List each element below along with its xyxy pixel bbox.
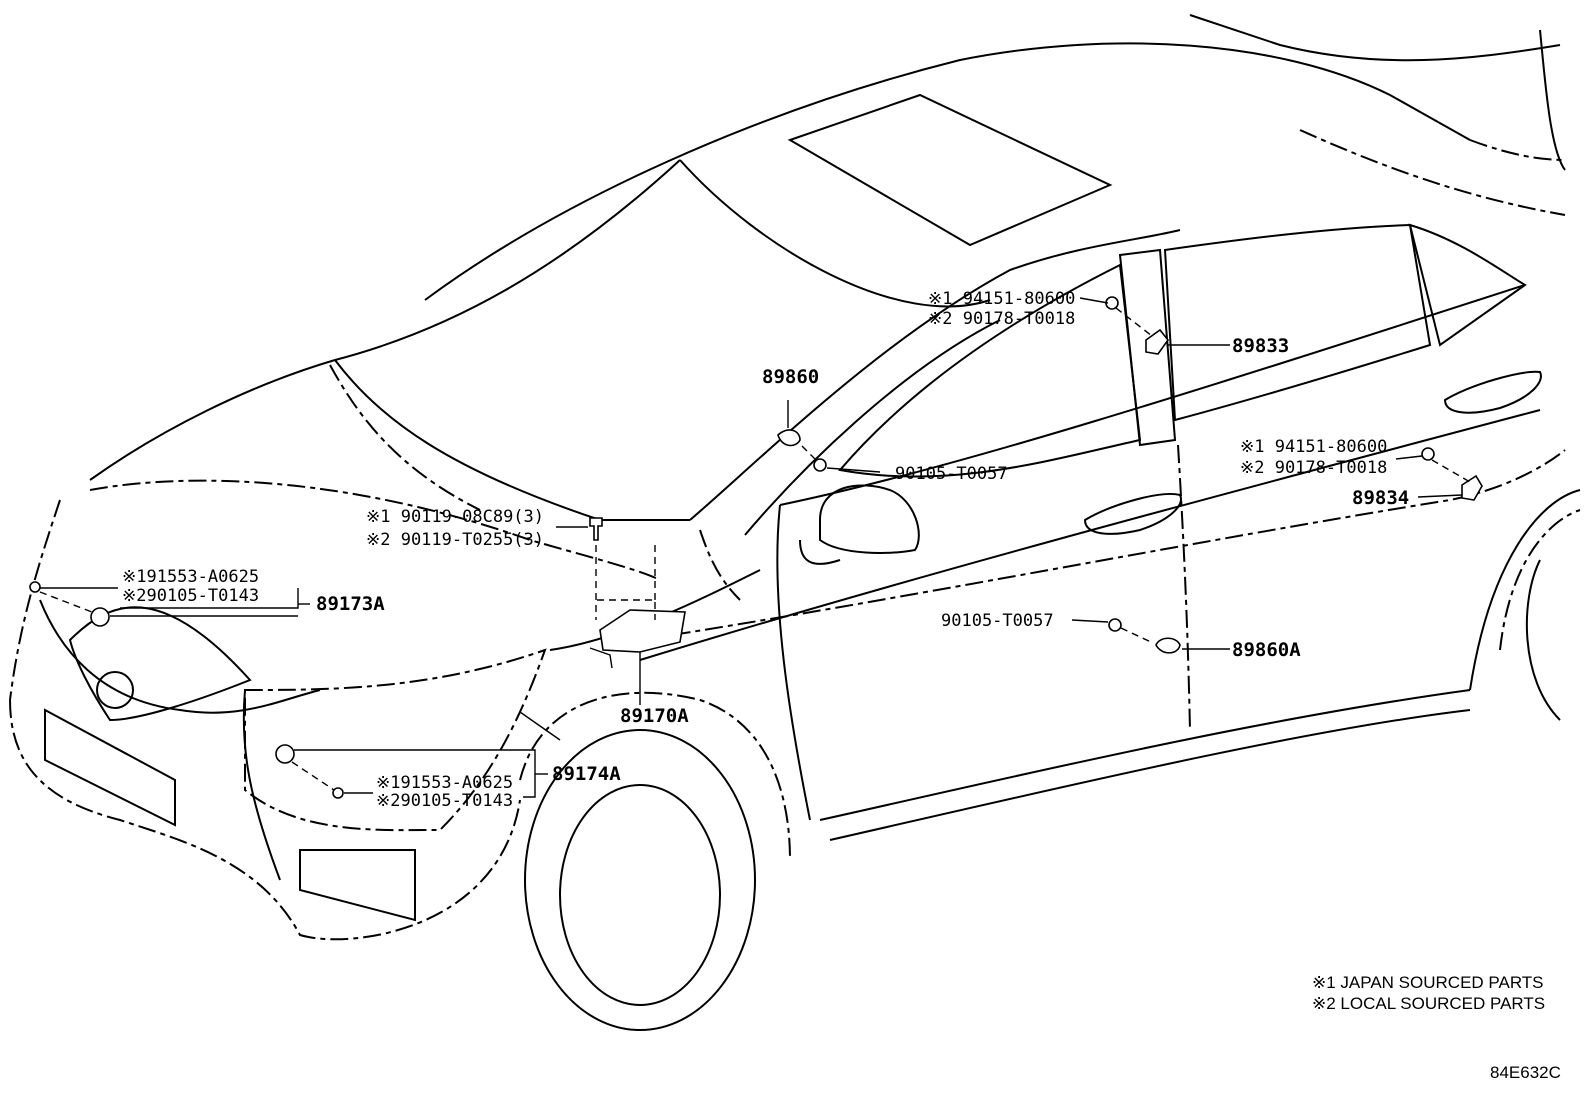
roof-line — [424, 42, 1471, 301]
leader-pillar-rear — [1395, 455, 1423, 460]
label-bolt-upper: 90105-T0057 — [895, 464, 1008, 484]
label-pillar-rear-2: ※2 90178-T0018 — [1240, 458, 1387, 478]
leader-front-r-guide — [291, 761, 335, 791]
leader-front-l-box — [40, 587, 299, 617]
sensor-89174a-shape — [275, 744, 295, 764]
bolt-front-r-shape — [332, 787, 344, 799]
front-door-handle — [1083, 493, 1182, 535]
front-edge-fender — [242, 689, 281, 881]
fender-crease — [699, 529, 741, 601]
sensor-89173a-shape — [90, 607, 110, 627]
label-89860: 89860 — [762, 366, 819, 388]
front-bumper-upper — [39, 599, 321, 714]
b-pillar — [1118, 248, 1177, 447]
figure-code: 84E632C — [1490, 1063, 1561, 1082]
belt-line — [779, 284, 1526, 506]
sensor-89834-shape — [1461, 474, 1483, 501]
label-pillar-upper-2: ※2 90178-T0018 — [928, 309, 1075, 329]
note-japan-sourced: ※1 JAPAN SOURCED PARTS — [1312, 973, 1544, 992]
windshield-top — [334, 159, 681, 361]
rear-door-handle — [1443, 370, 1542, 414]
front-edge-left — [9, 499, 61, 701]
bolt-door-shape — [1108, 618, 1122, 632]
leader-bolt-door — [1071, 619, 1109, 623]
front-door-front-edge — [776, 504, 811, 821]
label-89833: 89833 — [1232, 335, 1289, 357]
note-local-sourced: ※2 LOCAL SOURCED PARTS — [1312, 994, 1545, 1013]
sensor-89860a-shape — [1155, 637, 1181, 654]
rear-window-edge — [1539, 29, 1566, 171]
label-front-r-2: ※290105-T0143 — [376, 791, 513, 811]
label-pillar-upper-1: ※1 94151-80600 — [928, 289, 1075, 309]
rocker-lower — [829, 709, 1471, 841]
sensor-89860-shape — [777, 429, 801, 447]
label-front-l-1: ※191553-A0625 — [122, 567, 259, 587]
hood-front-edge — [89, 359, 336, 481]
label-89173a: 89173A — [316, 593, 385, 615]
grille — [44, 708, 176, 827]
ecu-bolt-shape — [589, 517, 603, 541]
leader-89170a-fender — [519, 711, 561, 741]
front-wheel-outer — [524, 729, 756, 1031]
label-89174a: 89174A — [552, 763, 621, 785]
label-ecu-bolt-1: ※1 90119-08C89(3) — [366, 507, 544, 527]
windshield-bottom — [334, 359, 690, 521]
leader-pillar-rear-guide — [1431, 459, 1471, 483]
rocker-line — [819, 689, 1471, 821]
leader-bolt-upper — [826, 467, 881, 473]
bolt-front-l-shape — [29, 581, 41, 593]
leader-89834 — [1417, 494, 1463, 498]
leader-bolt-door-guide — [1120, 627, 1154, 644]
label-pillar-rear-1: ※1 94151-80600 — [1240, 437, 1387, 457]
hood-side-line — [329, 364, 481, 511]
windshield-pillar-left — [679, 159, 991, 308]
front-bumper-outline — [9, 699, 521, 941]
front-wheel-arch — [519, 691, 791, 861]
ecu-bracket — [589, 647, 613, 669]
roof-rear-line — [1469, 139, 1566, 161]
nut-rear-shape — [1421, 447, 1435, 461]
door-seam-center — [1177, 444, 1191, 731]
leader-pillar-upper-guide — [1115, 307, 1153, 337]
front-door-window — [838, 263, 1142, 478]
leader-front-l-guide — [39, 591, 93, 613]
ecu-89170a-shape — [599, 609, 686, 653]
label-89170a: 89170A — [620, 705, 689, 727]
label-bolt-door: 90105-T0057 — [941, 611, 1054, 631]
mirror-base — [799, 539, 841, 565]
label-front-r-1: ※191553-A0625 — [376, 773, 513, 793]
a-pillar — [689, 229, 1181, 521]
hood-center-line — [89, 479, 661, 581]
side-mirror — [819, 484, 920, 554]
side-lower-body — [639, 449, 1566, 641]
label-89834: 89834 — [1352, 487, 1409, 509]
side-character-line — [639, 409, 1541, 661]
label-front-l-2: ※290105-T0143 — [122, 586, 259, 606]
rear-wheel-outer — [1499, 509, 1581, 651]
sunroof — [787, 93, 1113, 247]
trunk-line — [1189, 14, 1561, 62]
front-wheel-inner — [559, 784, 721, 1006]
leader-pillar-upper — [1079, 297, 1109, 304]
label-89860a: 89860A — [1232, 639, 1301, 661]
leader-bolt-upper-guide — [801, 445, 817, 461]
rear-wheel-arch — [1469, 489, 1581, 691]
bolt-upper-shape — [813, 458, 827, 472]
sensor-89833-shape — [1145, 328, 1170, 355]
rear-wheel — [1525, 559, 1561, 721]
fog-lamp — [96, 671, 134, 709]
a-pillar-inner — [744, 319, 1001, 536]
rear-deck-line — [1299, 129, 1566, 216]
lower-intake — [299, 849, 416, 922]
lower-grille — [244, 648, 547, 832]
rear-door-window — [1163, 223, 1432, 422]
label-ecu-bolt-2: ※2 90119-T0255(3) — [366, 530, 544, 550]
